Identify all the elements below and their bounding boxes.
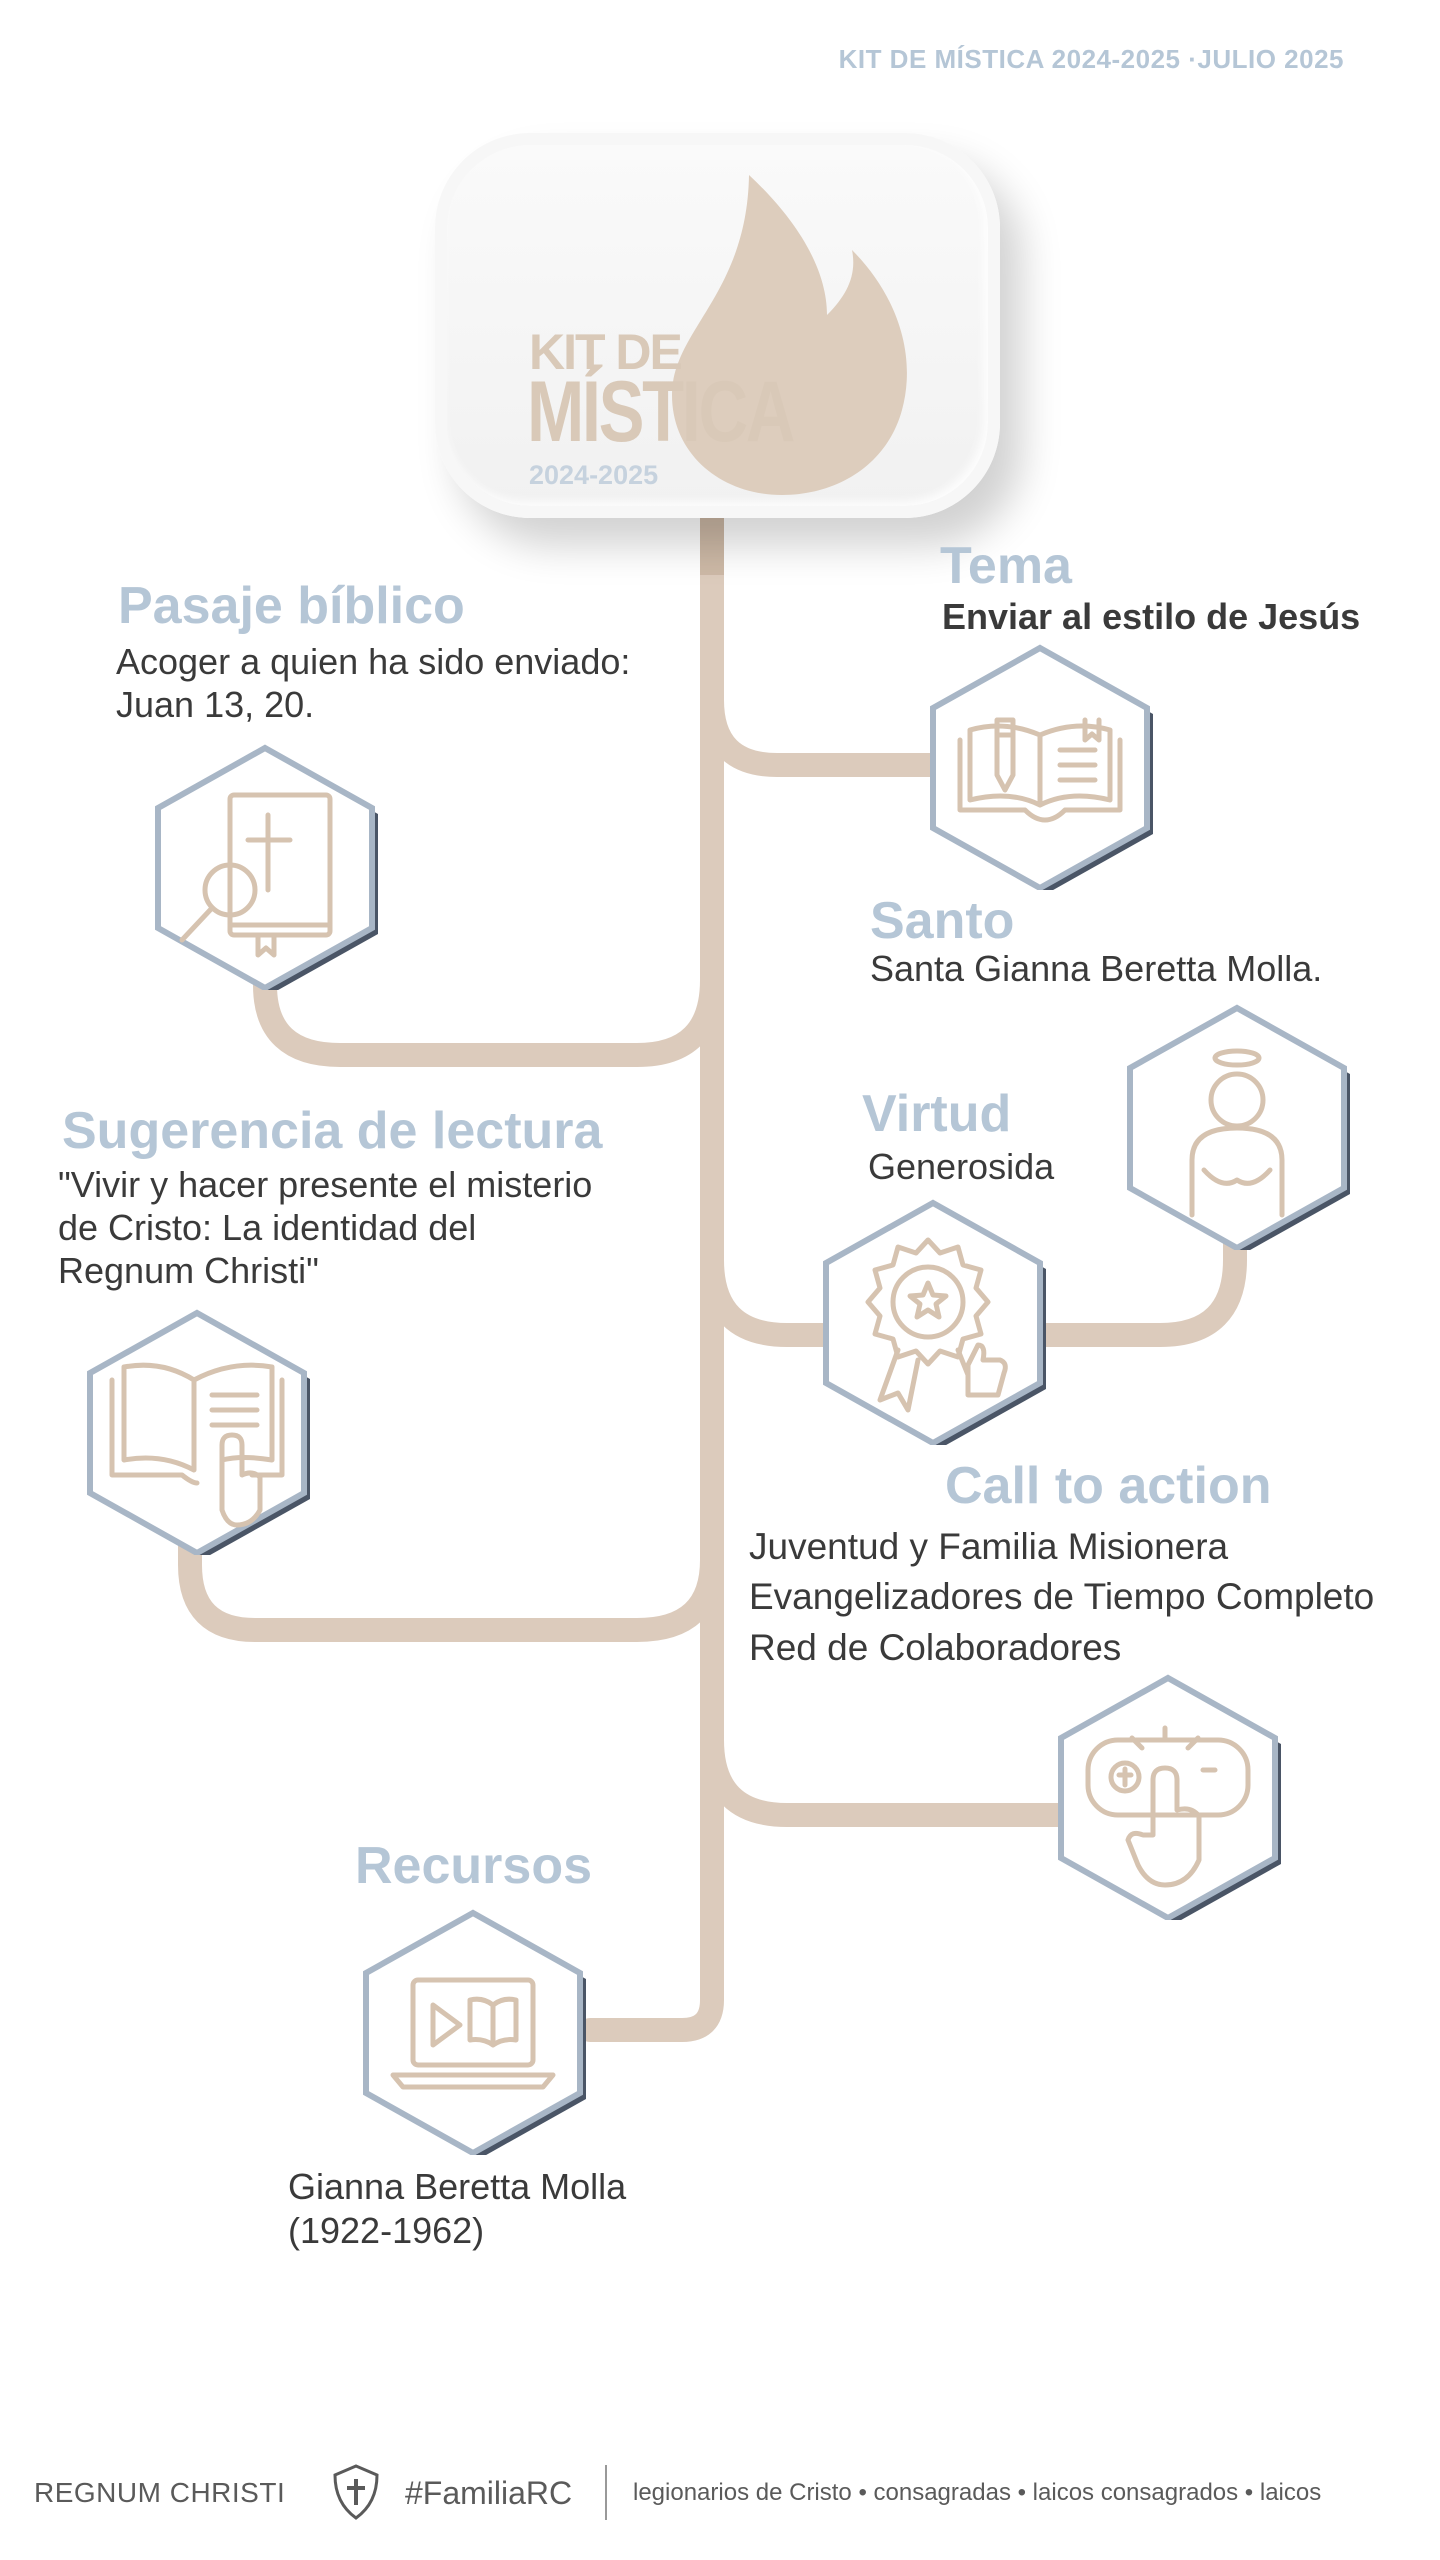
- tema-title: Tema: [940, 537, 1072, 595]
- flame-icon: [672, 175, 907, 495]
- footer-communities: legionarios de Cristo • consagradas • la…: [633, 2479, 1322, 2506]
- logo-line2: MÍSTICA: [527, 364, 795, 460]
- saint-halo-icon: [1127, 1004, 1350, 1250]
- call-body: Juventud y Familia Misionera Evangelizad…: [749, 1526, 1375, 1668]
- footer: REGNUM CHRISTI #FamiliaRC legionarios de…: [0, 2455, 1440, 2525]
- tema-body: Enviar al estilo de Jesús: [942, 596, 1361, 637]
- call-title: Call to action: [945, 1457, 1272, 1515]
- kit-mistica-logo-card: KIT DE MÍSTICA 2024-2025: [435, 133, 1000, 518]
- lectura-body: "Vivir y hacer presente el misterio de C…: [58, 1164, 593, 1292]
- pasaje-title: Pasaje bíblico: [118, 577, 465, 635]
- virtud-body: Generosida: [868, 1146, 1055, 1187]
- open-book-pen-icon: [930, 644, 1153, 890]
- laptop-video-icon: [363, 1909, 586, 2155]
- pasaje-body: Acoger a quien ha sido enviado: Juan 13,…: [116, 641, 631, 726]
- logo-line1: KIT DE: [529, 324, 683, 380]
- page-header-title: KIT DE MÍSTICA 2024-2025 ·JULIO 2025: [838, 44, 1344, 74]
- bible-magnifier-icon: [155, 744, 378, 990]
- recursos-title: Recursos: [355, 1837, 592, 1895]
- footer-hashtag: #FamiliaRC: [405, 2475, 573, 2511]
- shield-cross-icon: [333, 2464, 379, 2520]
- lectura-title: Sugerencia de lectura: [62, 1102, 603, 1160]
- footer-divider: [605, 2465, 607, 2520]
- award-badge-icon: [823, 1199, 1046, 1445]
- virtud-title: Virtud: [862, 1085, 1012, 1143]
- footer-brand: REGNUM CHRISTI: [34, 2477, 286, 2508]
- book-hand-icon: [87, 1309, 310, 1555]
- logo-year: 2024-2025: [529, 460, 659, 490]
- click-button-icon: [1058, 1674, 1281, 1920]
- santo-title: Santo: [870, 892, 1015, 950]
- santo-body: Santa Gianna Beretta Molla.: [870, 948, 1323, 989]
- recursos-body: Gianna Beretta Molla (1922-1962): [288, 2166, 627, 2251]
